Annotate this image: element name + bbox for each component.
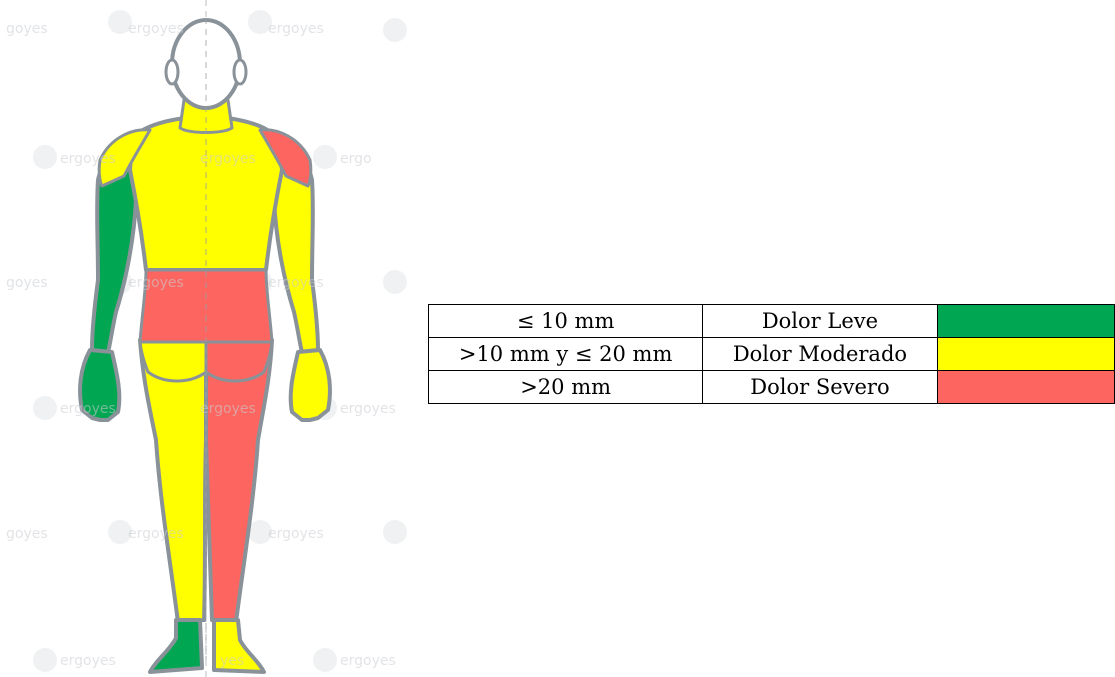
watermark-text: ergoyes [128,526,184,542]
watermark-logo-icon [383,520,407,544]
right-ear [234,60,246,84]
legend-label: Dolor Moderado [703,338,937,371]
legend-row: >20 mm Dolor Severo [429,371,1115,404]
watermark-text: ergoyes [200,151,256,167]
legend-swatch-green [937,305,1114,338]
watermark-text: ergoyes [128,21,184,37]
watermark-text: ergoyes [340,653,396,669]
watermark-text: ergoyes [128,275,184,291]
right-hand [291,350,330,420]
legend-range: >10 mm y ≤ 20 mm [429,338,703,371]
watermark-text: ergoyes [268,275,324,291]
pain-legend-table: ≤ 10 mm Dolor Leve >10 mm y ≤ 20 mm Dolo… [428,304,1115,404]
watermark-text: yes [220,653,244,669]
watermark-text: ergoyes [268,526,324,542]
watermark-text: goyes [6,21,48,37]
watermark-text: ergoyes [60,653,116,669]
body-diagram: goyes ergoyes ergoyes ergoyes ergoyes er… [0,0,410,677]
watermark-text: ergoyes [60,401,116,417]
watermark-text: ergo [340,151,372,167]
legend-row: >10 mm y ≤ 20 mm Dolor Moderado [429,338,1115,371]
watermark-text: ergoyes [60,151,116,167]
watermark-text: ergoyes [200,401,256,417]
legend-row: ≤ 10 mm Dolor Leve [429,305,1115,338]
left-ear [166,60,178,84]
watermark-text: ergoyes [268,21,324,37]
watermark-logo-icon [33,648,57,672]
legend-label: Dolor Severo [703,371,937,404]
watermark-logo-icon [313,648,337,672]
watermark-logo-icon [313,145,337,169]
watermark-text: ergoyes [340,401,396,417]
legend-label: Dolor Leve [703,305,937,338]
legend-range: ≤ 10 mm [429,305,703,338]
watermark-text: goyes [6,526,48,542]
legend-swatch-red [937,371,1114,404]
watermark-logo-icon [33,145,57,169]
left-foot [150,620,202,672]
legend-range: >20 mm [429,371,703,404]
watermark-logo-icon [33,396,57,420]
legend-swatch-yellow [937,338,1114,371]
body-figure: goyes ergoyes ergoyes ergoyes ergoyes er… [0,0,410,677]
watermark-text: goyes [6,275,48,291]
watermark-logo-icon [383,270,407,294]
watermark-logo-icon [383,18,407,42]
left-arm [92,156,136,352]
